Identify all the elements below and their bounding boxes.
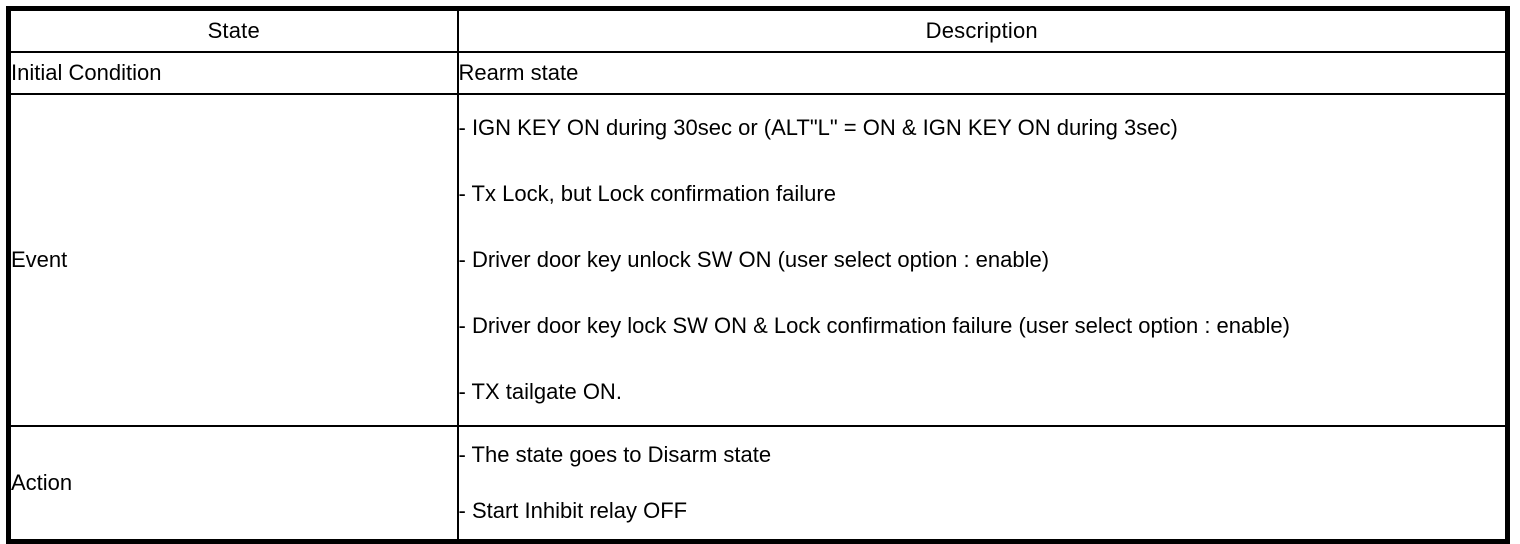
state-cell-action: Action <box>7 425 459 543</box>
list-item: - Driver door key unlock SW ON (user sel… <box>459 227 1506 293</box>
description-text: Rearm state <box>458 60 579 86</box>
list-item: - Start Inhibit relay OFF <box>459 483 1506 539</box>
list-item-text: - TX tailgate ON. <box>458 379 622 404</box>
state-description-table: State Description Initial Condition Rear… <box>6 6 1510 544</box>
list-item: - TX tailgate ON. <box>459 359 1506 425</box>
state-label: Action <box>11 470 73 496</box>
list-item-text: - Tx Lock, but Lock confirmation failure <box>458 181 836 206</box>
state-label: Event <box>11 247 68 273</box>
table-header-row: State Description <box>7 7 1509 53</box>
event-bullet-list: - IGN KEY ON during 30sec or (ALT"L" = O… <box>459 95 1506 425</box>
list-item-text: - Driver door key lock SW ON & Lock conf… <box>458 313 1290 338</box>
table-row: Event - IGN KEY ON during 30sec or (ALT"… <box>7 93 1509 427</box>
column-header-description: Description <box>456 7 1509 53</box>
state-cell-event: Event <box>7 93 459 427</box>
table-header: State Description <box>7 7 1509 53</box>
table-body: Initial Condition Rearm state Event - IG… <box>7 51 1509 543</box>
state-label: Initial Condition <box>11 60 162 86</box>
document-canvas: State Description Initial Condition Rear… <box>6 6 1510 544</box>
action-bullet-list: - The state goes to Disarm state - Start… <box>459 427 1506 539</box>
description-cell-initial-condition: Rearm state <box>456 51 1509 95</box>
description-cell-event: - IGN KEY ON during 30sec or (ALT"L" = O… <box>456 93 1509 427</box>
table-row: Action - The state goes to Disarm state … <box>7 425 1509 543</box>
list-item: - The state goes to Disarm state <box>459 427 1506 483</box>
list-item: - IGN KEY ON during 30sec or (ALT"L" = O… <box>459 95 1506 161</box>
column-header-description-label: Description <box>925 18 1038 44</box>
list-item-text: - IGN KEY ON during 30sec or (ALT"L" = O… <box>458 115 1178 140</box>
table-row: Initial Condition Rearm state <box>7 51 1509 95</box>
column-header-state: State <box>7 7 459 53</box>
list-item-text: - The state goes to Disarm state <box>458 442 772 467</box>
list-item: - Driver door key lock SW ON & Lock conf… <box>459 293 1506 359</box>
state-cell-initial-condition: Initial Condition <box>7 51 459 95</box>
list-item: - Tx Lock, but Lock confirmation failure <box>459 161 1506 227</box>
column-header-state-label: State <box>207 18 260 44</box>
list-item-text: - Driver door key unlock SW ON (user sel… <box>458 247 1050 272</box>
description-cell-action: - The state goes to Disarm state - Start… <box>456 425 1509 543</box>
list-item-text: - Start Inhibit relay OFF <box>458 498 688 523</box>
